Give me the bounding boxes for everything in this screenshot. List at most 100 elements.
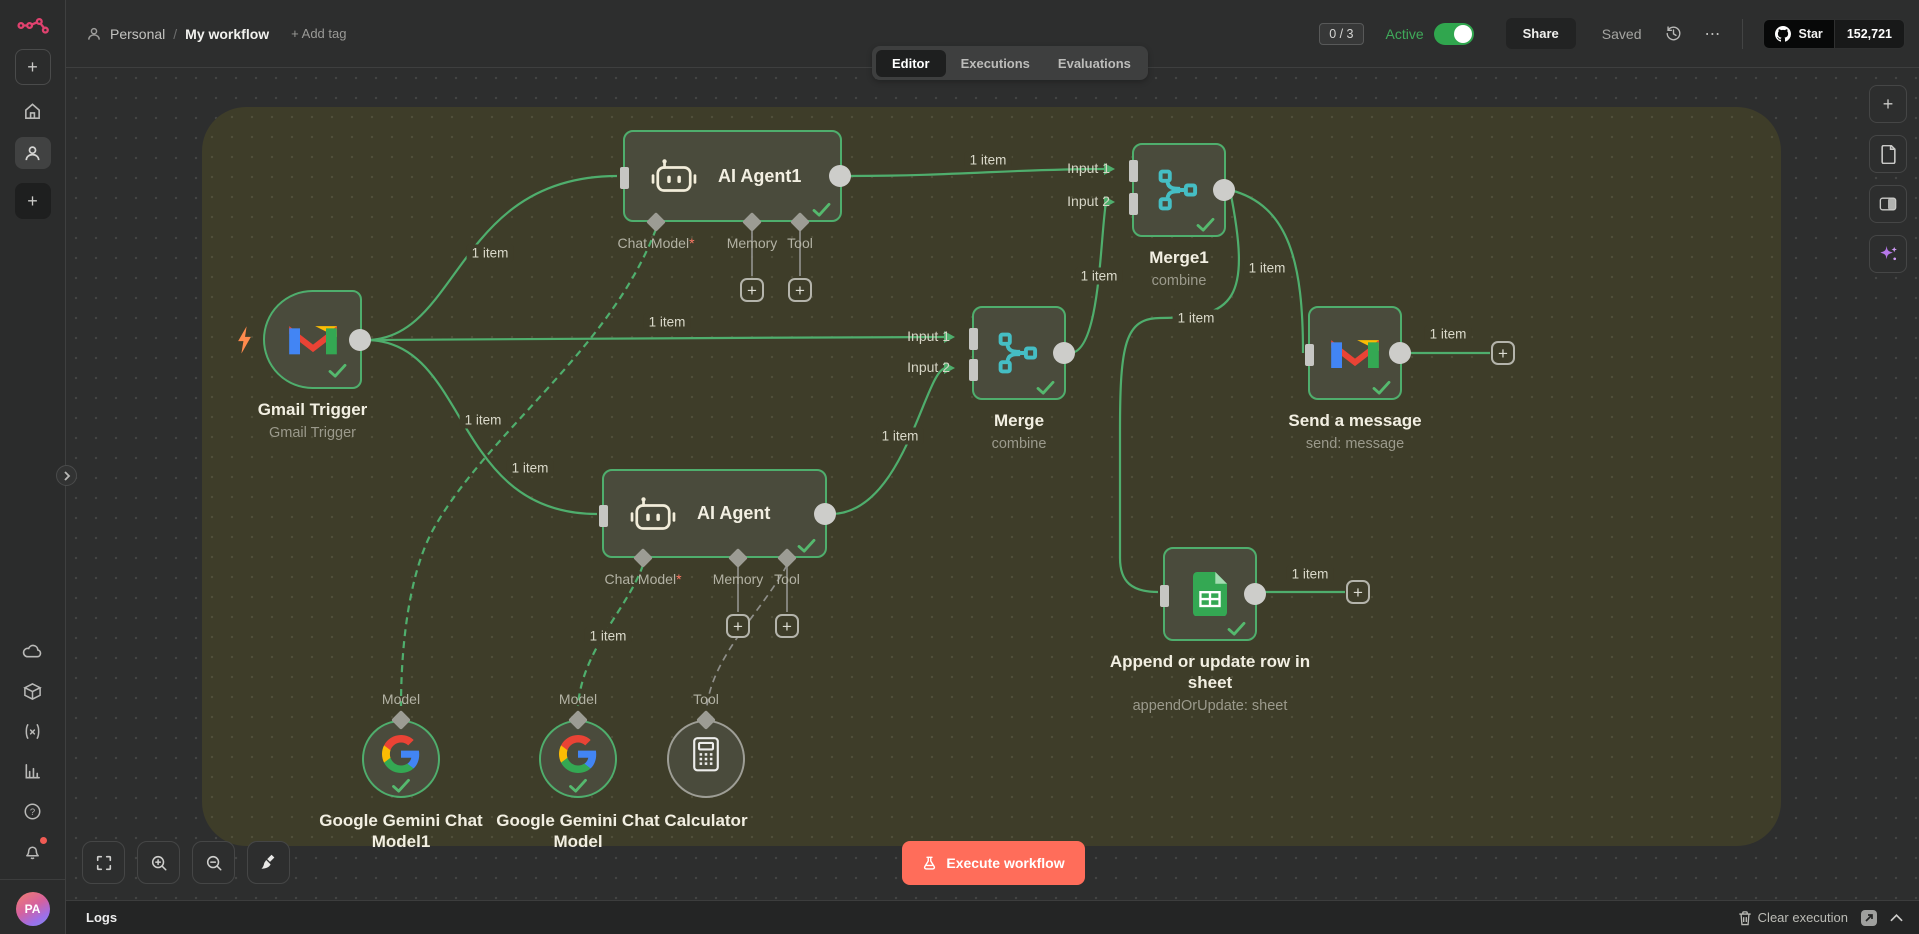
zoom-in-button[interactable] — [137, 841, 180, 884]
sidebar-item-personal[interactable] — [14, 137, 51, 169]
edge-merge1-to-send-message[interactable] — [1229, 188, 1305, 354]
node-calculator[interactable] — [667, 720, 745, 798]
more-options-button[interactable]: ⋯ — [1704, 25, 1723, 43]
n8n-logo-icon[interactable] — [16, 16, 50, 35]
ai-assistant-sparkle-icon[interactable] — [1869, 235, 1907, 273]
person-icon — [86, 26, 102, 42]
input-port[interactable] — [598, 504, 608, 527]
breadcrumb: Personal / My workflow + Add tag — [86, 26, 346, 42]
header-right: 0 / 3 Active Share Saved ⋯ Star 152,721 — [1319, 18, 1905, 49]
input-port-2[interactable] — [968, 359, 978, 381]
node-subtitle: appendOrUpdate: sheet — [1132, 698, 1288, 714]
breadcrumb-project[interactable]: Personal — [110, 25, 166, 42]
edge-ai-agent-tool-to-calculator[interactable] — [706, 564, 788, 707]
node-merge1[interactable] — [1128, 143, 1235, 237]
fit-view-button[interactable] — [82, 841, 125, 884]
node-gemini-chat-model1[interactable] — [362, 720, 440, 798]
sheets-plus-button[interactable]: + — [1346, 580, 1370, 604]
edge-gmail-to-merge-input1[interactable] — [365, 335, 947, 342]
edge-label-send-message-to-plus: 1 item — [1424, 325, 1472, 343]
logs-bar[interactable]: Logs Clear execution — [66, 900, 1919, 934]
output-port[interactable] — [1053, 342, 1075, 364]
ai-agent-tool-plus-button[interactable]: + — [775, 614, 799, 638]
github-star-widget[interactable]: Star 152,721 — [1763, 18, 1905, 49]
open-logs-panel-icon[interactable] — [1860, 909, 1878, 927]
add-node-button[interactable]: + — [1869, 85, 1907, 123]
input-port-1[interactable] — [968, 328, 978, 350]
clear-execution-button[interactable]: Clear execution — [1738, 910, 1848, 926]
merge-icon — [1156, 167, 1202, 213]
help-icon[interactable]: ? — [15, 795, 51, 827]
right-panel: + — [1869, 85, 1907, 273]
output-port[interactable] — [814, 502, 836, 525]
workflow-name[interactable]: My workflow — [185, 25, 270, 42]
input-port[interactable] — [1159, 585, 1169, 607]
create-workflow-button[interactable]: + — [14, 49, 51, 85]
node-gmail-trigger[interactable] — [238, 290, 371, 389]
node-subtitle: Gmail Trigger — [268, 425, 357, 441]
variables-icon[interactable] — [15, 715, 51, 747]
success-check-icon — [812, 202, 831, 217]
add-tag-button[interactable]: + Add tag — [291, 26, 347, 41]
edge-ai-agent1-chatmodel-to-gemini1[interactable] — [399, 228, 658, 707]
ai-agent1-tool-plus-button[interactable]: + — [788, 278, 812, 302]
cloud-icon[interactable] — [15, 635, 51, 667]
share-button[interactable]: Share — [1505, 18, 1576, 49]
node-merge[interactable] — [968, 306, 1075, 400]
notifications-bell-icon[interactable] — [15, 835, 51, 867]
user-avatar[interactable]: PA — [15, 892, 50, 926]
node-subtitle: combine — [991, 436, 1047, 452]
node-subtitle: combine — [1151, 273, 1207, 289]
sub-node-port-label: Tool — [787, 235, 813, 251]
history-icon[interactable] — [1665, 25, 1682, 42]
input-port-1[interactable] — [1128, 160, 1138, 182]
node-ai-agent[interactable]: AI Agent — [598, 469, 836, 558]
tab-executions[interactable]: Executions — [960, 55, 1030, 71]
flask-icon — [922, 855, 937, 872]
sidebar-bottom: ? PA — [0, 627, 65, 934]
input-port[interactable] — [1304, 344, 1314, 366]
view-tabs: Editor Executions Evaluations — [872, 46, 1148, 80]
execute-workflow-button[interactable]: Execute workflow — [902, 841, 1085, 885]
edge-merge-to-merge1-input2[interactable] — [1069, 201, 1108, 355]
output-port[interactable] — [829, 165, 851, 187]
tab-evaluations[interactable]: Evaluations — [1057, 55, 1131, 71]
edge-gmail-to-ai-agent1[interactable] — [365, 174, 618, 342]
insights-icon[interactable] — [15, 755, 51, 787]
output-port[interactable] — [1213, 179, 1235, 201]
edge-label-ai-agent-chatmodel-to-gemini: 1 item — [584, 627, 632, 645]
node-gemini-chat-model[interactable] — [539, 720, 617, 798]
ai-agent-memory-plus-button[interactable]: + — [726, 614, 750, 638]
edge-ai-agent1-to-merge1-input1[interactable] — [845, 167, 1107, 178]
output-port[interactable] — [1244, 583, 1266, 605]
edge-merge1-to-sheets[interactable] — [1118, 189, 1241, 594]
ai-agent1-memory-plus-button[interactable]: + — [740, 278, 764, 302]
tidy-up-broom-icon[interactable] — [247, 841, 290, 884]
templates-icon[interactable] — [15, 675, 51, 707]
gmail-icon — [287, 324, 339, 355]
sticky-note-icon[interactable] — [1869, 135, 1907, 173]
tab-editor[interactable]: Editor — [876, 49, 946, 77]
required-mark: * — [676, 571, 682, 587]
node-ai-agent1[interactable]: AI Agent1 — [619, 130, 851, 222]
add-project-button[interactable]: + — [14, 183, 51, 219]
output-port[interactable] — [349, 328, 371, 351]
send-message-plus-button[interactable]: + — [1491, 341, 1515, 365]
input-port[interactable] — [619, 167, 629, 189]
output-port[interactable] — [1389, 342, 1411, 364]
edge-label-merge1-to-send-message: 1 item — [1243, 259, 1291, 277]
toggle-panel-icon[interactable] — [1869, 185, 1907, 223]
sidebar-item-home[interactable] — [15, 95, 51, 127]
expand-sidebar-chevron[interactable] — [56, 465, 77, 486]
node-sheets[interactable] — [1159, 547, 1266, 641]
collapse-logs-chevron-icon[interactable] — [1890, 913, 1903, 922]
merge-icon — [996, 330, 1042, 376]
input-port-2[interactable] — [1128, 193, 1138, 215]
node-send-message[interactable] — [1304, 306, 1411, 400]
notification-dot — [39, 837, 47, 844]
zoom-out-button[interactable] — [192, 841, 235, 884]
active-toggle[interactable] — [1433, 22, 1474, 45]
sheets-icon — [1193, 571, 1227, 617]
